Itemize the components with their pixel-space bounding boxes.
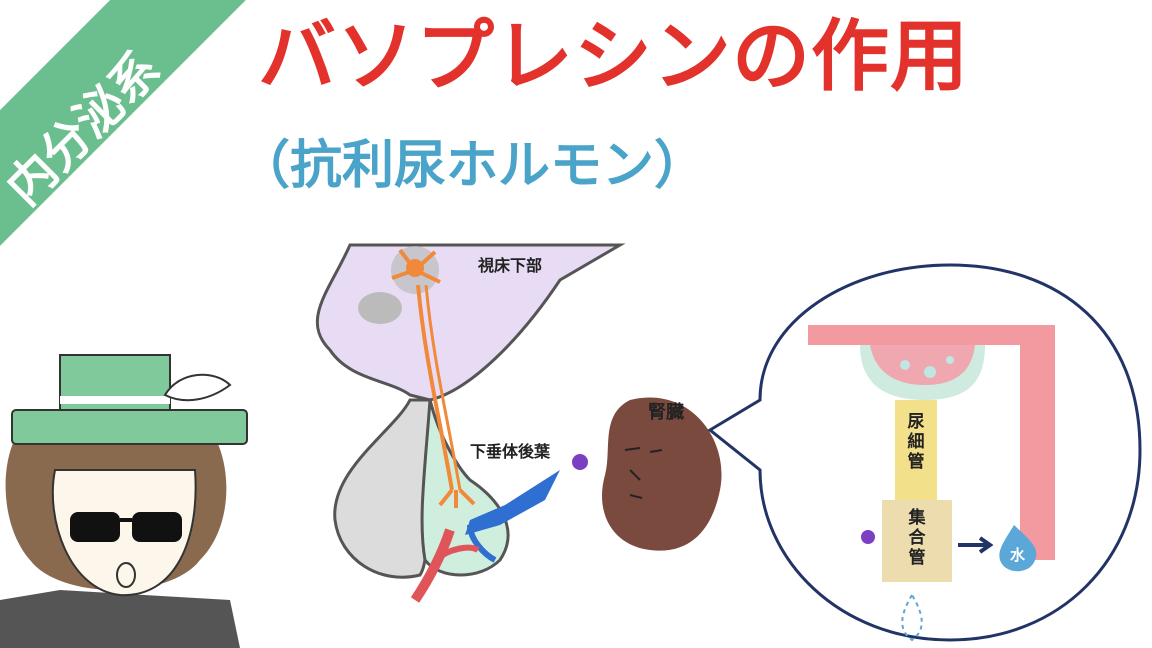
renal-tubule: [895, 400, 937, 500]
sunglasses-left: [70, 512, 120, 542]
page-subtitle: （抗利尿ホルモン）: [238, 136, 707, 196]
neuron: [391, 248, 476, 508]
kidney-label: 腎臓: [648, 402, 684, 423]
water-label: 水: [1010, 546, 1026, 564]
posterior-pituitary-label: 下垂体後葉: [470, 442, 551, 461]
glomerulus: [870, 345, 975, 385]
hat-top: [59, 354, 171, 416]
sunglasses-right: [132, 512, 182, 542]
vasopressin-molecule-2: [861, 530, 875, 544]
water-drop-outline-icon: [901, 593, 923, 642]
page-title: バソプレシンの作用: [258, 12, 970, 102]
hat-brim: [11, 409, 248, 445]
water-drop-icon: [999, 525, 1037, 572]
character-avatar: [0, 354, 248, 648]
hypothalamus-label: 視床下部: [478, 256, 543, 275]
kidney-group: [602, 397, 722, 551]
glomerulus-dot: [924, 366, 936, 378]
brain-anatomy: [315, 243, 626, 603]
gray-lobe: [333, 398, 432, 579]
red-vessel: [410, 528, 455, 603]
neuron-body: [406, 259, 424, 277]
collecting-duct: [882, 500, 952, 582]
blue-vessel: [465, 470, 560, 535]
renal-tubule-label: 尿細管: [907, 412, 925, 472]
red-vessel-branch: [433, 544, 480, 563]
arrow-icon: [958, 536, 994, 554]
mouth: [116, 562, 136, 588]
vasopressin-molecule: [572, 454, 588, 470]
feather-icon: [163, 373, 232, 402]
nephron-bubble: [707, 263, 1142, 642]
glomerulus-dot: [900, 360, 910, 370]
glomerulus-dot: [946, 356, 954, 364]
scarf: [0, 590, 240, 648]
collecting-duct-label: 集合管: [908, 508, 926, 568]
gray-nucleus: [358, 292, 402, 324]
kidney-shape: [602, 397, 722, 551]
blue-vessel-branch: [467, 524, 497, 563]
tubule-loop: [808, 325, 1055, 560]
face: [51, 469, 197, 597]
kidney-eyes: [624, 447, 663, 453]
hypothalamus-region: [315, 243, 626, 402]
hat-band: [60, 396, 170, 404]
kidney-mouth: [629, 469, 643, 499]
